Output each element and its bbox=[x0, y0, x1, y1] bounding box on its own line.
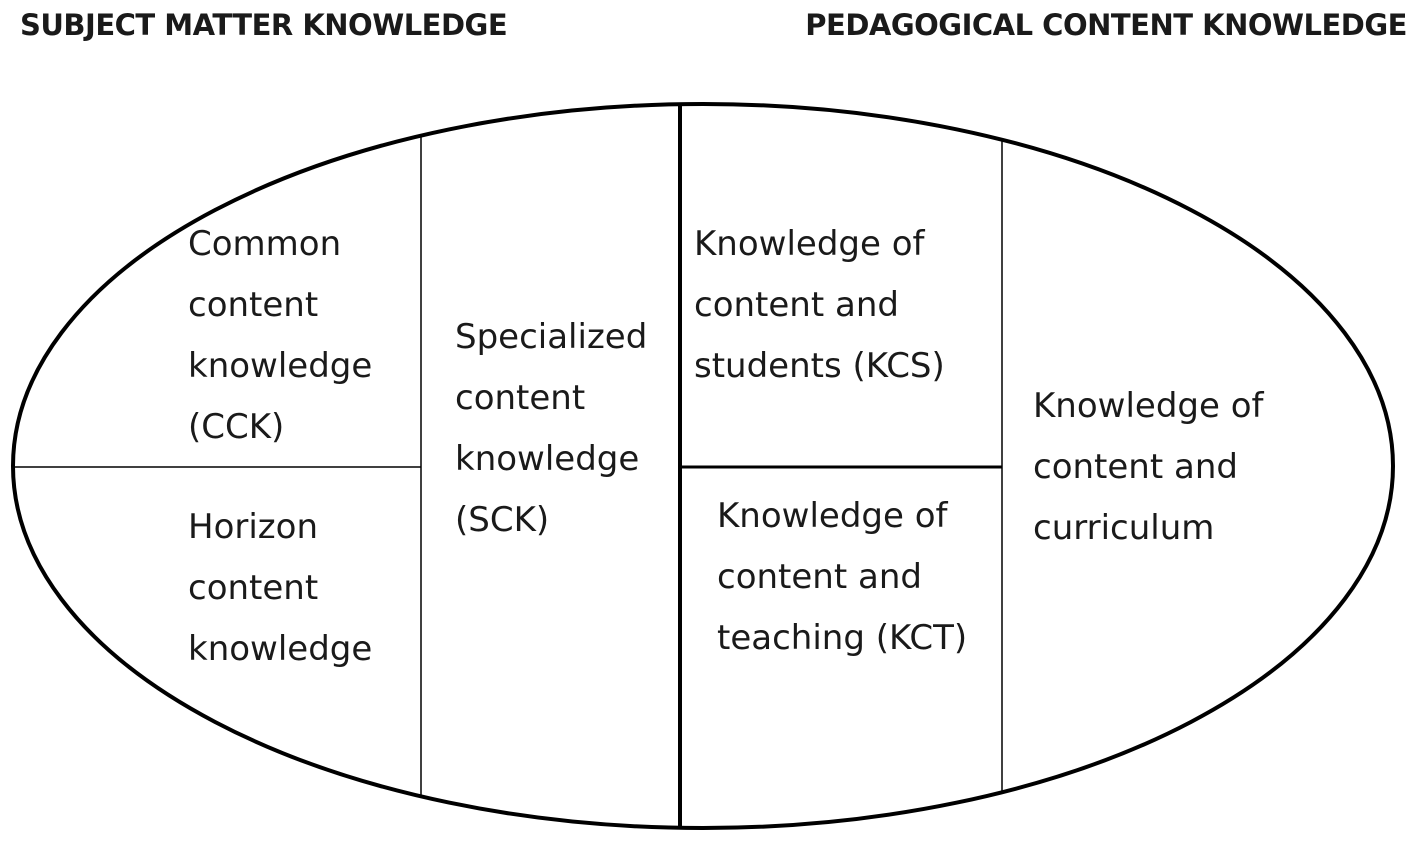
knowledge-content-curriculum-label: Knowledge of content and curriculum bbox=[1033, 386, 1264, 548]
common-content-knowledge-label: Common content knowledge (CCK) bbox=[188, 224, 373, 447]
horizon-content-knowledge-label: Horizon content knowledge bbox=[188, 507, 373, 669]
outer-ellipse bbox=[11, 102, 1395, 830]
knowledge-content-teaching-label: Knowledge of content and teaching (KCT) bbox=[717, 496, 968, 658]
specialized-content-knowledge-label: Specialized content knowledge (SCK) bbox=[455, 317, 648, 540]
subject-matter-knowledge-heading: SUBJECT MATTER KNOWLEDGE bbox=[20, 8, 508, 42]
pedagogical-content-knowledge-heading: PEDAGOGICAL CONTENT KNOWLEDGE bbox=[805, 8, 1407, 42]
knowledge-content-students-label: Knowledge of content and students (KCS) bbox=[694, 224, 945, 386]
